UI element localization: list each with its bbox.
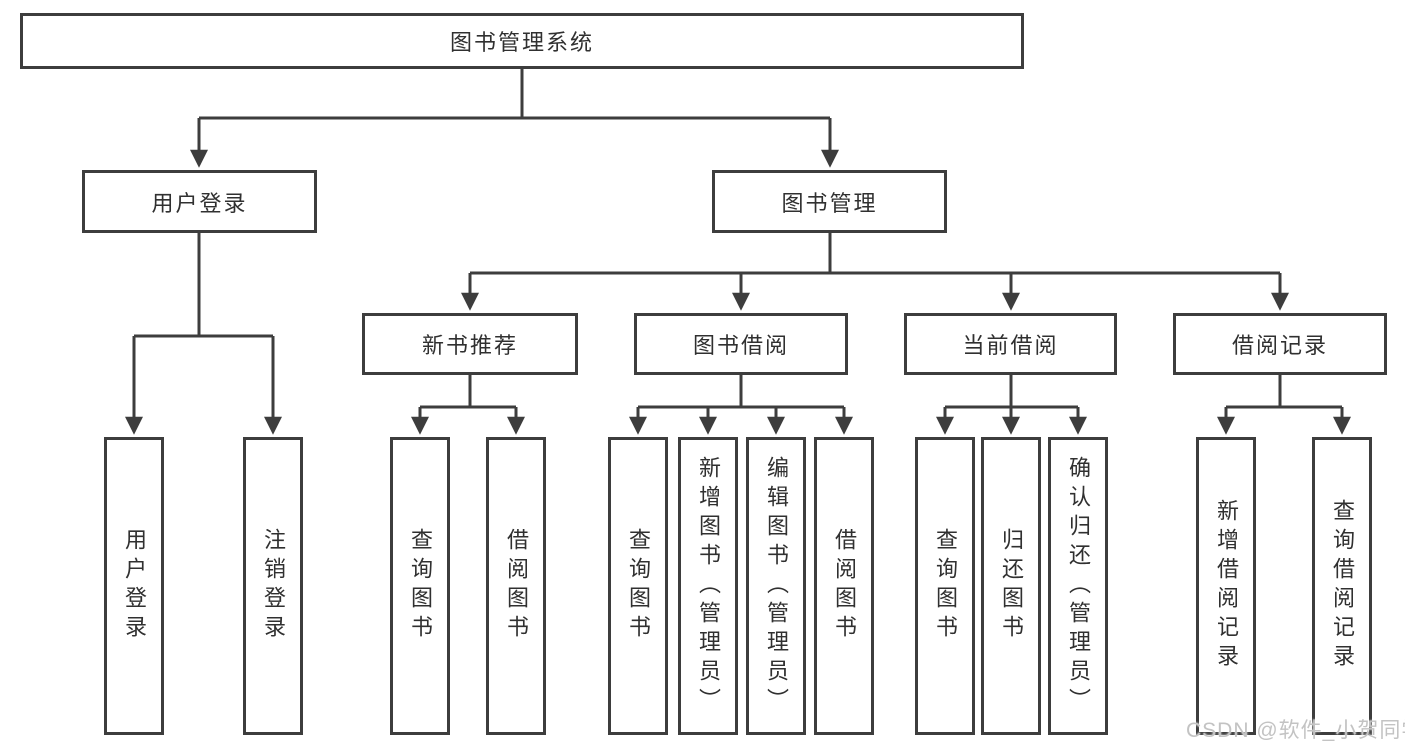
leaf-label: 借阅图书	[504, 528, 529, 644]
leaf-label: 编辑图书（管理员）	[764, 455, 789, 717]
leaf-label: 新增借阅记录	[1214, 499, 1239, 673]
node-book-borrowing: 图书借阅	[634, 313, 848, 375]
leaf-label: 查询图书	[626, 528, 651, 644]
leaf-nb-query-books: 查询图书	[390, 437, 450, 735]
node-new-book-recommend: 新书推荐	[362, 313, 578, 375]
leaf-br-query-record: 查询借阅记录	[1312, 437, 1372, 735]
node-library-management-system: 图书管理系统	[20, 13, 1024, 69]
leaf-logout-login: 注销登录	[243, 437, 303, 735]
tree-branch-line	[945, 375, 1078, 409]
csdn-watermark: CSDN @软件_小贺同学	[1186, 719, 1405, 742]
tree-branch-line	[470, 233, 1280, 275]
leaf-cb-return-books: 归还图书	[981, 437, 1041, 735]
tree-branch-line	[638, 375, 844, 409]
leaf-bb-query-books: 查询图书	[608, 437, 668, 735]
leaf-label: 用户登录	[122, 528, 147, 644]
leaf-label: 查询借阅记录	[1330, 499, 1355, 673]
leaf-label: 查询图书	[408, 528, 433, 644]
leaf-nb-borrow-books: 借阅图书	[486, 437, 546, 735]
leaf-label: 确认归还（管理员）	[1066, 455, 1091, 717]
leaf-cb-query-books: 查询图书	[915, 437, 975, 735]
leaf-label: 注销登录	[261, 528, 286, 644]
leaf-label: 归还图书	[999, 528, 1024, 644]
node-borrow-records: 借阅记录	[1173, 313, 1387, 375]
leaf-user-login: 用户登录	[104, 437, 164, 735]
leaf-br-add-record: 新增借阅记录	[1196, 437, 1256, 735]
leaf-label: 借阅图书	[832, 528, 857, 644]
leaf-bb-borrow-books: 借阅图书	[814, 437, 874, 735]
tree-branch-line	[199, 69, 830, 120]
node-current-borrowing: 当前借阅	[904, 313, 1117, 375]
tree-branch-line	[420, 375, 516, 409]
leaf-cb-confirm-return-admin: 确认归还（管理员）	[1048, 437, 1108, 735]
tree-branch-line	[134, 233, 273, 338]
node-user-login: 用户登录	[82, 170, 317, 233]
leaf-label: 新增图书（管理员）	[696, 455, 721, 717]
tree-branch-line	[1226, 375, 1342, 409]
node-book-management: 图书管理	[712, 170, 947, 233]
leaf-bb-edit-books-admin: 编辑图书（管理员）	[746, 437, 806, 735]
leaf-bb-add-books-admin: 新增图书（管理员）	[678, 437, 738, 735]
leaf-label: 查询图书	[933, 528, 958, 644]
